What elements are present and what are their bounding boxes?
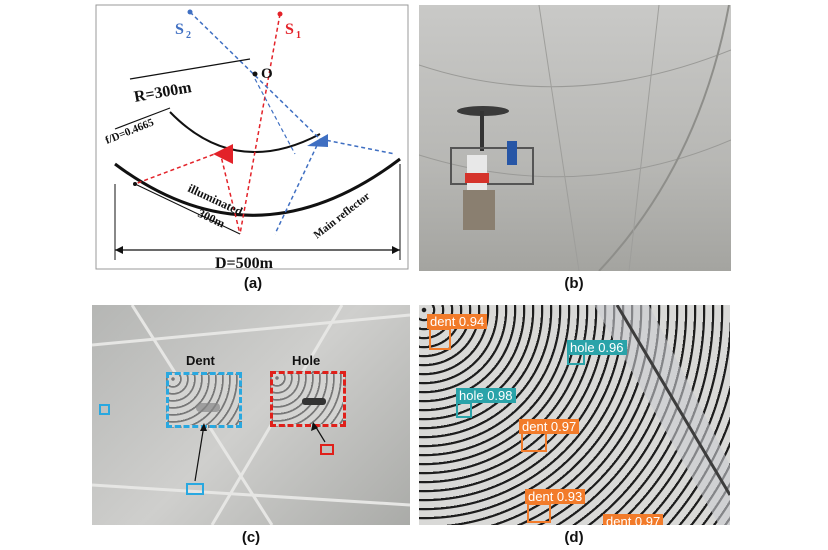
blue-feed-cabin [307,134,328,147]
diameter-arrow-right [392,246,400,254]
dent-zoom-box [166,372,242,428]
diameter-arrow-left [115,246,123,254]
center-o-label: O [261,66,273,82]
radius-dim-line [129,58,251,80]
caption-c: (c) [241,529,261,546]
s2-ray-right [319,138,396,155]
panel-seam-overlay [594,305,730,525]
focal-surface-arc [169,111,321,153]
panel-seam [419,49,731,88]
seam-line [615,305,730,496]
seam-strip [594,305,730,525]
cabin-mast [480,111,484,151]
panel-a-diagram: S 2 S 1 O R=300m f/D=0.4665 illuminated … [95,4,409,270]
cabin-body [467,155,487,190]
cabin-railing [450,147,534,185]
dent-side-box [99,404,110,415]
s2-axis-line [189,11,321,140]
panel-b-photo [419,5,731,271]
s1-label: S [285,21,294,38]
detection-label: dent 0.94 [427,314,488,329]
s1-subscript: 1 [296,30,301,41]
diagram-border [95,4,409,270]
cabin-pedestal [463,190,495,230]
caption-b: (b) [564,275,584,292]
s2-subscript: 2 [186,30,191,41]
dent-small-box [186,483,204,495]
hole-small-box [320,444,334,455]
panel-seam [92,313,410,347]
s2-source-dot [187,9,193,15]
telescope-photo [419,5,731,271]
s1-ray-left [134,151,221,185]
panel-seam [419,139,731,178]
detection-label: dent 0.93 [525,489,586,504]
panel-d-photo: dent 0.94 hole 0.96 hole 0.98 dent 0.97 … [419,305,730,525]
s2-ray-down [274,138,321,235]
s1-source-dot [277,11,283,17]
dent-arrow-head [200,423,207,431]
s1-ray-center [219,151,241,235]
detection-label: hole 0.98 [456,388,516,403]
detection-label: hole 0.96 [567,340,627,355]
worker [507,141,517,165]
diameter-label: D=500m [215,255,274,270]
geometry-diagram: S 2 S 1 O R=300m f/D=0.4665 illuminated … [95,4,409,270]
panel-c-photo: Dent Hole [92,305,410,525]
dish-edge [598,5,730,271]
dent-label: Dent [186,353,215,368]
main-reflector-arc [114,157,401,217]
detection-box-dent [429,328,451,350]
red-feed-cabin [213,144,233,164]
caption-d: (d) [564,529,584,546]
hole-label: Hole [292,353,321,368]
hole-mark [302,398,326,405]
s1-axis-line [239,13,281,235]
illuminated-chord [134,183,241,235]
detection-box-hole [456,402,472,418]
dent-arrow [194,424,205,482]
cabin-red-band [465,173,489,183]
dent-mark [196,403,220,412]
detection-label: dent 0.97 [519,419,580,434]
hole-arrow-head [311,422,318,431]
s2-ray-inner [254,78,296,155]
s2-label: S [175,21,184,38]
detection-label: dent 0.97 [603,514,664,525]
panel-seam [628,5,660,271]
center-o-dot [252,71,258,77]
focal-dim-line [114,107,171,130]
zoom-arrows [194,422,326,482]
panel-seam [538,5,580,271]
detection-box-dent [521,432,547,452]
detection-box-dent [527,503,551,523]
panel-seam [92,483,410,507]
caption-a: (a) [243,275,263,292]
